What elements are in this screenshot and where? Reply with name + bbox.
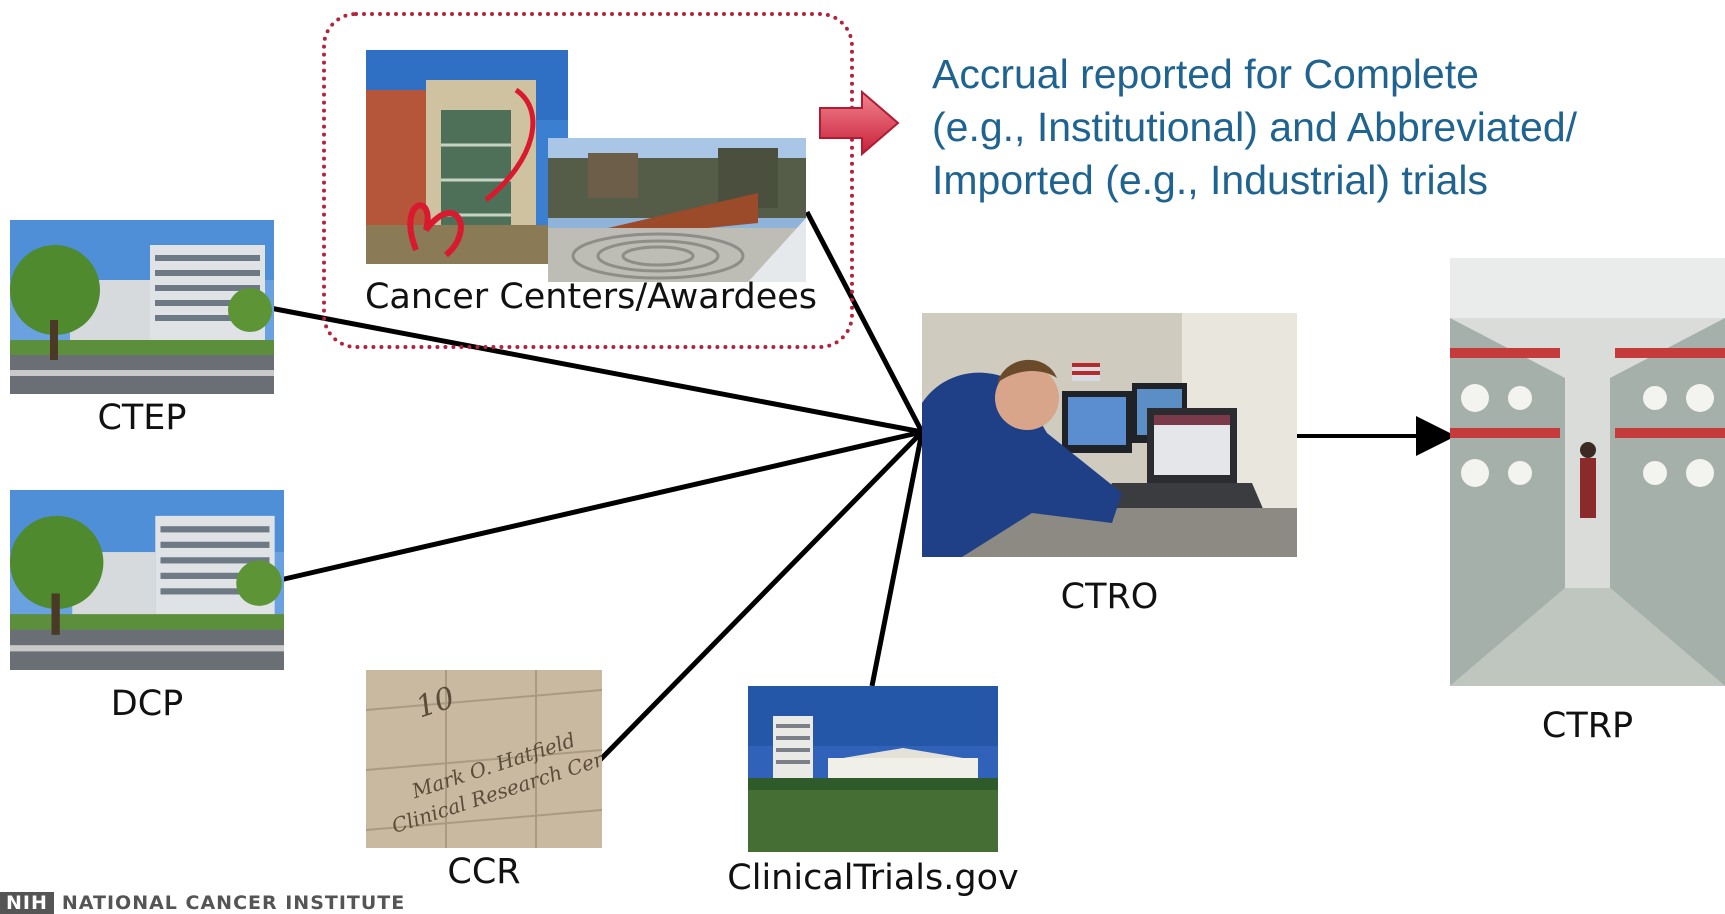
callout-line-1: Accrual reported for Complete [932, 51, 1479, 97]
ctro-workstation-photo [922, 313, 1297, 557]
dcp-building-photo [10, 490, 284, 670]
clinicaltrials-campus-photo [748, 686, 998, 852]
clinicaltrials-label: ClinicalTrials.gov [727, 858, 1019, 898]
ccr-label: CCR [447, 852, 521, 892]
connector-ctep-ctro [269, 305, 923, 435]
callout-line-3: Imported (e.g., Industrial) trials [932, 157, 1488, 203]
ctep-label: CTEP [97, 398, 187, 438]
connector-clinicaltrials-ctro [869, 431, 925, 687]
accrual-callout-text: Accrual reported for Complete (e.g., Ins… [932, 48, 1692, 207]
ctrp-datacenter-photo [1450, 258, 1725, 686]
nci-footer-logo: NIH NATIONAL CANCER INSTITUTE [0, 892, 405, 914]
ctep-building-photo [10, 220, 274, 394]
dcp-label: DCP [110, 684, 184, 724]
callout-line-2: (e.g., Institutional) and Abbreviated/ [932, 104, 1578, 150]
cancer-center-building-photo [366, 50, 568, 264]
nci-footer-text: NATIONAL CANCER INSTITUTE [61, 892, 406, 914]
ctro-label: CTRO [1060, 577, 1159, 617]
ctrp-label: CTRP [1541, 706, 1634, 746]
connector-cancer-centers-ctro [804, 210, 925, 434]
connector-dcp-ctro [279, 429, 923, 583]
connector-ccr-ctro [598, 430, 924, 762]
cancer-center-garden-photo [548, 138, 806, 282]
nih-badge: NIH [0, 892, 54, 914]
callout-arrow-icon [819, 90, 900, 156]
cancer-centers-group-box [322, 12, 854, 349]
ccr-sign-photo: 10 Mark O. Hatfield Clinical Research Ce… [366, 670, 602, 848]
cancer-centers-label: Cancer Centers/Awardees [364, 277, 818, 317]
